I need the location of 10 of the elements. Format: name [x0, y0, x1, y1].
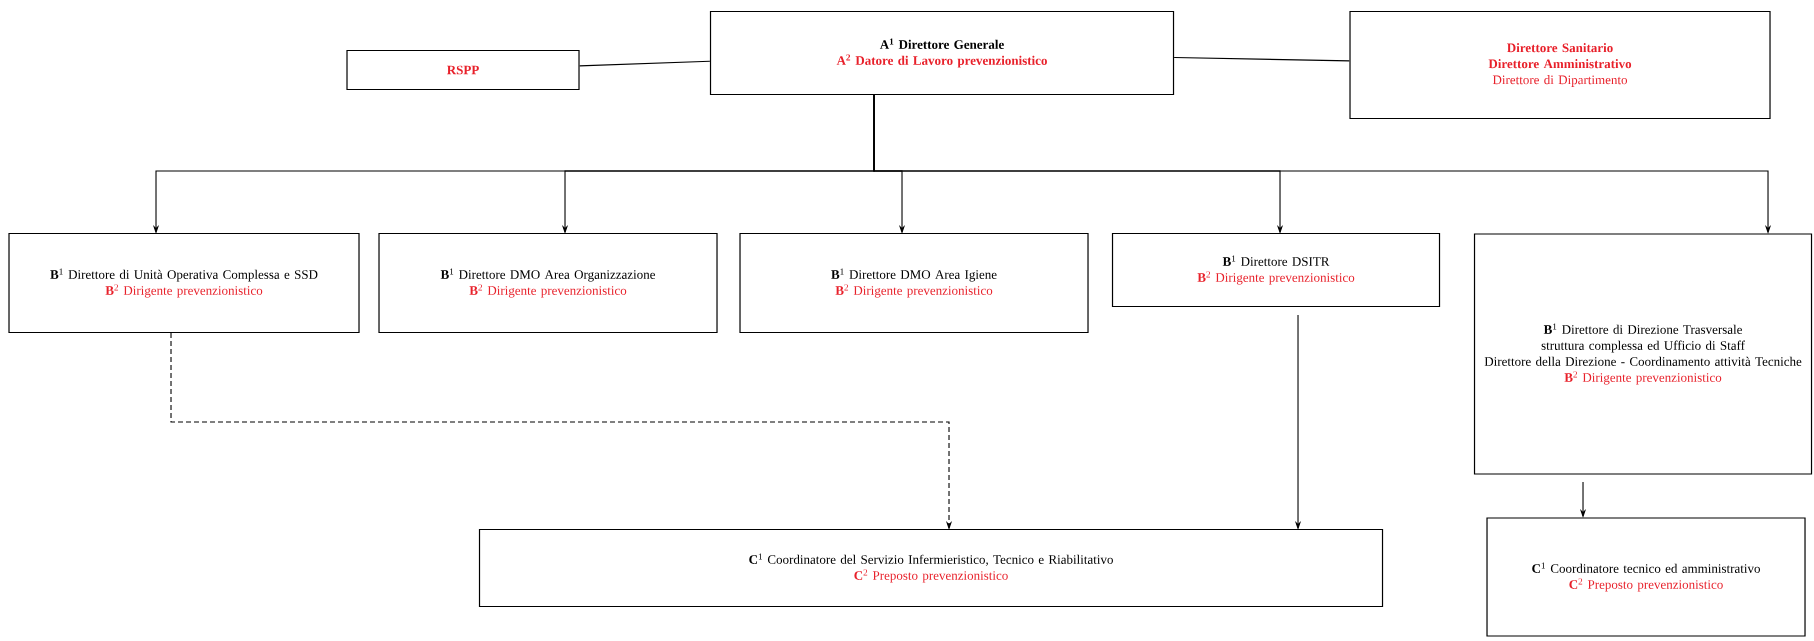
org-box: RSPP [346, 49, 580, 91]
org-box: B$^{1}$ Direttore di Unità Operativa Complessa e SSD B$^{2}$ Dirigente prevenzionistico [8, 232, 360, 334]
org-box: B$^{1}$ Direttore DMO Area Igiene B$^{2}$ Dirigente prevenzionistico [739, 232, 1089, 334]
org-box: B$^{1}$ Direttore DSITR B$^{2}$ Dirigente prevenzionistico [1111, 232, 1441, 308]
org-box: C$^{1}$ Coordinatore del Servizio Infermieristico, Tecnico e Riabilitativo C$^{2}$ Preposto prevenzionistico [478, 528, 1384, 608]
org-box: Direttore Sanitario Direttore Amministrativo Direttore di Dipartimento [1349, 10, 1771, 120]
org-box: B$^{1}$ Direttore di Direzione Trasversale struttura complessa ed Ufficio di Staff Direttore della Direzione - Coordinamento attività Tecniche B$^{2}$ Dirigente prevenzionistico [1473, 233, 1813, 475]
org-box: A$^{1}$ Direttore Generale A$^{2}$ Datore di Lavoro prevenzionistico [709, 10, 1175, 96]
org-box: C$^{1}$ Coordinatore tecnico ed amministrativo C$^{2}$ Preposto prevenzionistico [1486, 517, 1806, 637]
org-box: B$^{1}$ Direttore DMO Area Organizzazione B$^{2}$ Dirigente prevenzionistico [378, 232, 718, 334]
